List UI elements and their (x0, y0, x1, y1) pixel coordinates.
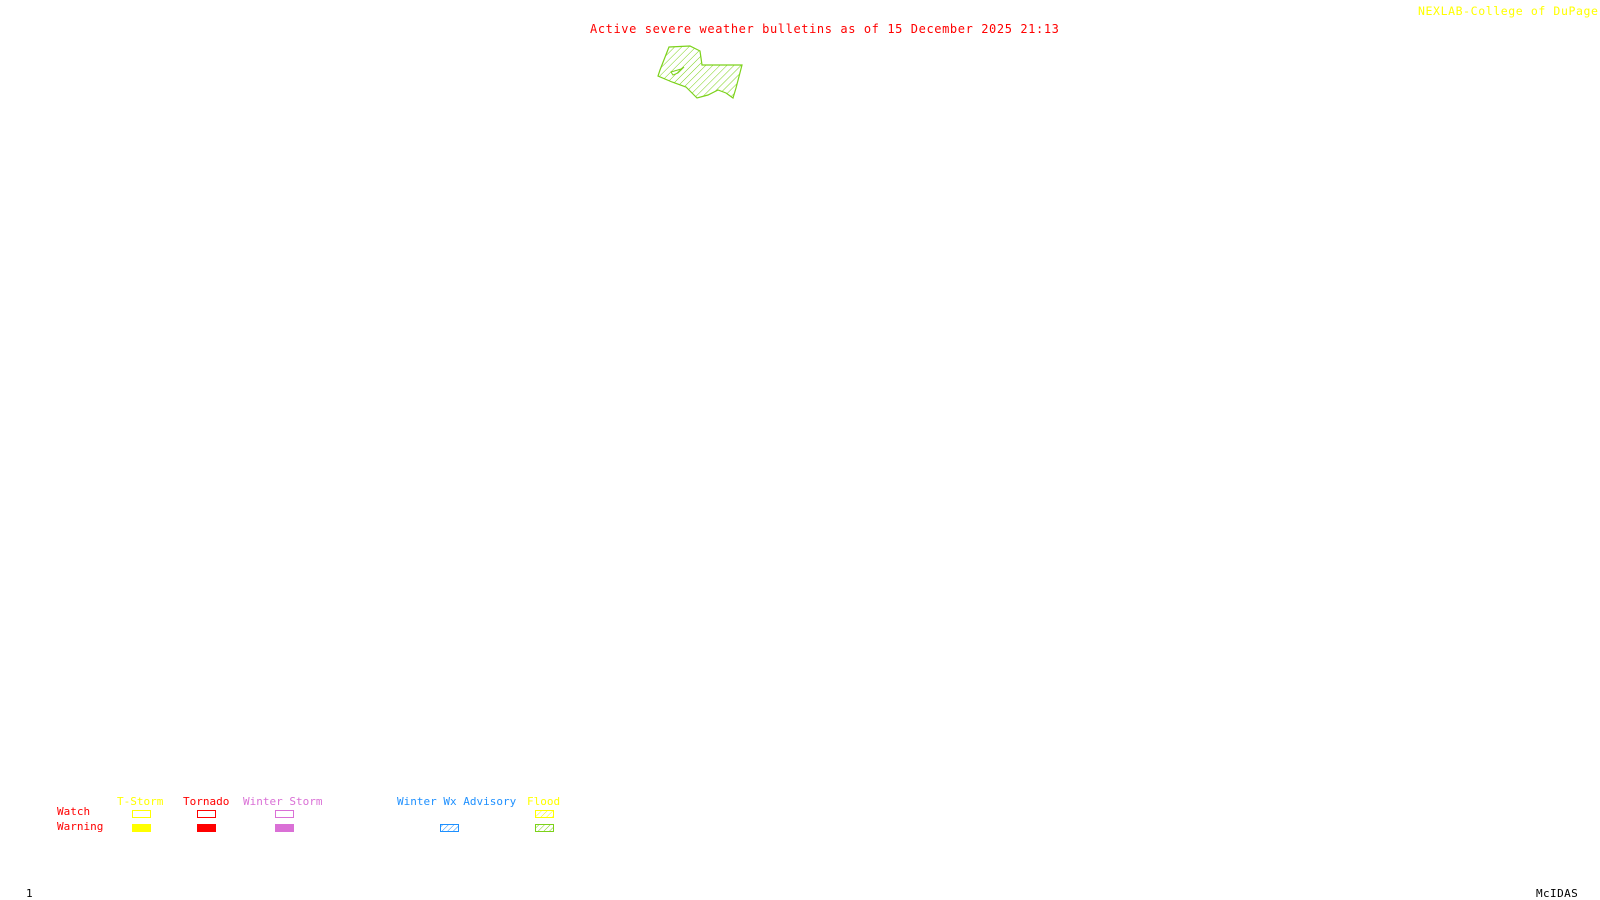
legend-label-tstorm: T-Storm (117, 795, 164, 808)
legend-tstorm-watch (132, 810, 151, 818)
flood-warning-area[interactable] (657, 45, 743, 99)
legend: Watch Warning T-Storm Tornado Winter Sto… (57, 795, 560, 833)
legend-row-warning: Warning (57, 820, 103, 833)
legend-tornado-warning (197, 824, 216, 832)
legend-label-flood: Flood (527, 795, 560, 808)
legend-tornado-watch (197, 810, 216, 818)
legend-row-watch: Watch (57, 805, 90, 818)
legend-flood-warning (535, 824, 554, 832)
legend-winter-storm-warning (275, 824, 294, 832)
legend-tstorm-warning (132, 824, 151, 832)
legend-label-winter-storm: Winter Storm (243, 795, 323, 808)
flood-warning-polygon[interactable] (657, 45, 743, 99)
legend-winter-wx-advisory-warning (440, 824, 459, 832)
legend-label-winter-wx-advisory: Winter Wx Advisory (397, 795, 517, 808)
flood-warning-inner-polygon (670, 66, 685, 76)
credit-label: NEXLAB-College of DuPage ↘ (1418, 5, 1600, 17)
legend-label-tornado: Tornado (183, 795, 229, 808)
frame-number: 1 (26, 887, 34, 900)
bulletin-title: Active severe weather bulletins as of 15… (590, 22, 1060, 36)
credit-text: NEXLAB-College of DuPage (1418, 4, 1599, 18)
legend-winter-storm-watch (275, 810, 294, 818)
software-label: McIDAS (1536, 887, 1579, 900)
legend-flood-watch (535, 810, 554, 818)
